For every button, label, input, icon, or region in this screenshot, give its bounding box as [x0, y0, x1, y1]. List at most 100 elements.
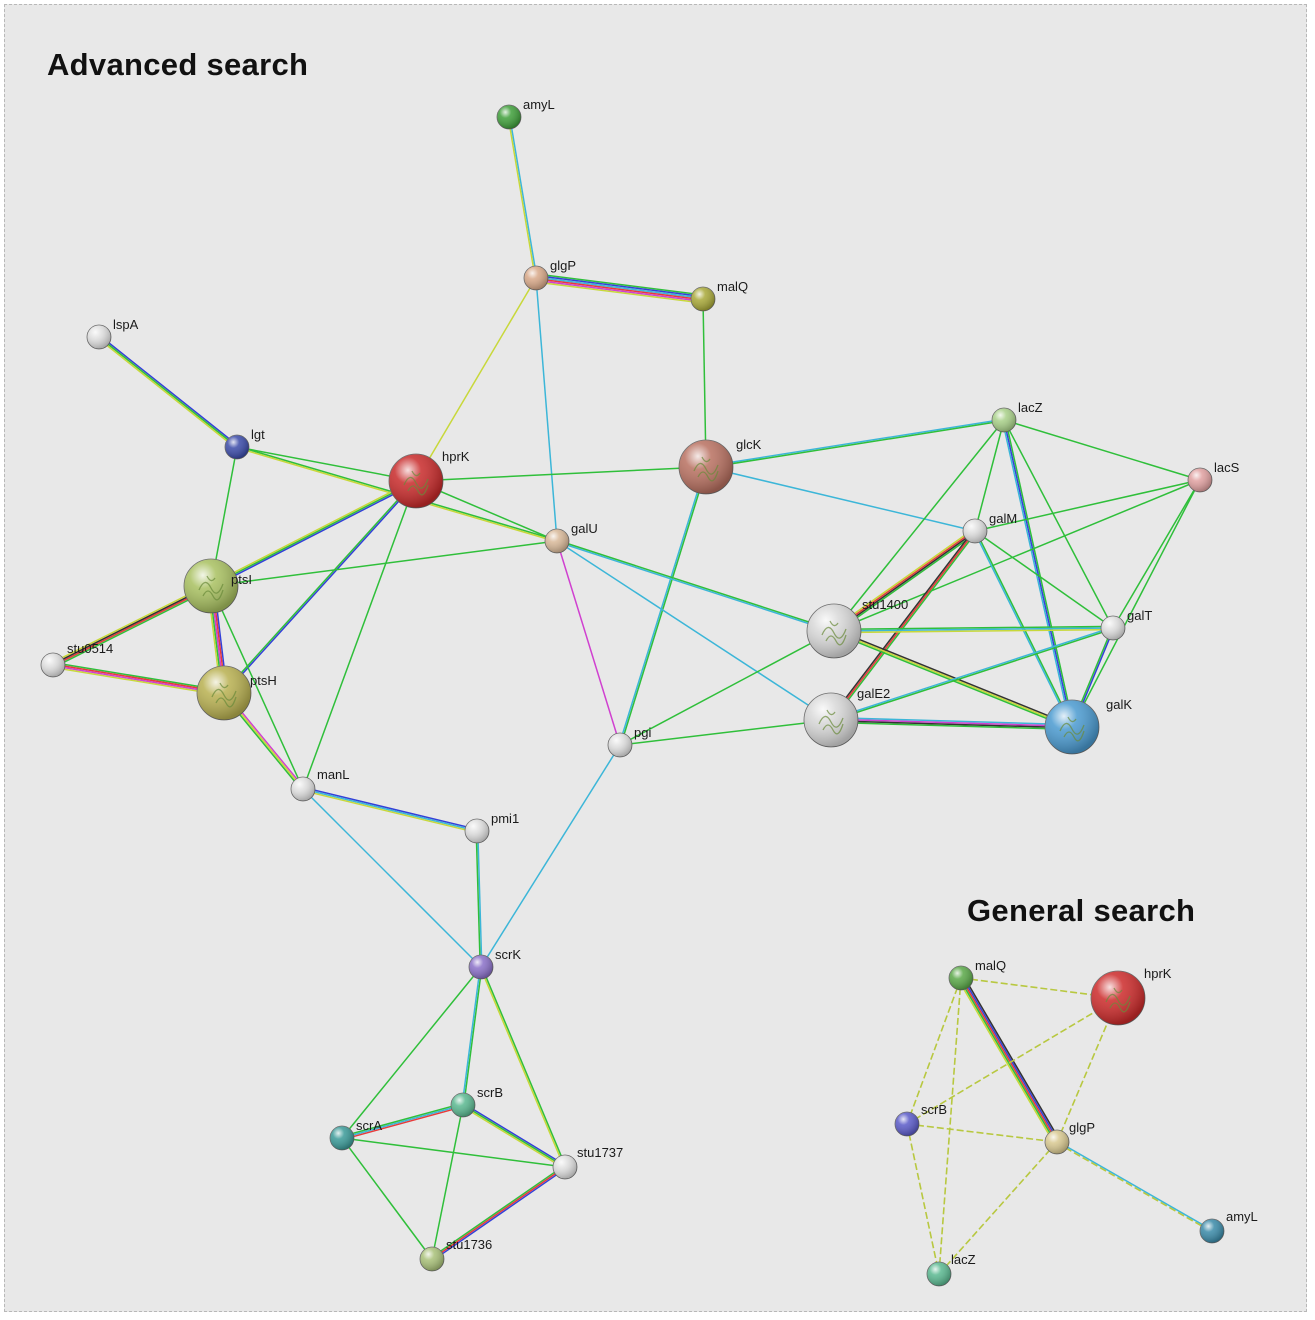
advanced-edge-line-black: [829, 529, 975, 720]
advanced-edge-lacZ-lacS: [1003, 419, 1201, 481]
advanced-edge-line-red: [342, 1105, 464, 1141]
advanced-edge-line-black: [830, 720, 1072, 729]
general-node-scrB[interactable]: scrB: [894, 1102, 947, 1137]
general-node-gloss: [1200, 1219, 1224, 1243]
advanced-node-glcK[interactable]: glcK: [678, 437, 762, 495]
advanced-edge-stu0514-ptsH: [52, 661, 225, 697]
advanced-edge-ptsI-stu0514: [51, 583, 213, 668]
general-edge-scrB-glgP: [906, 1123, 1058, 1143]
advanced-edge-line-green: [1112, 479, 1201, 629]
advanced-edge-manL-scrK: [302, 788, 482, 968]
advanced-node-gloss: [691, 287, 715, 311]
advanced-node-gloss: [608, 733, 632, 757]
advanced-edge-line-red: [53, 586, 212, 667]
advanced-edge-line-green: [831, 628, 1114, 722]
advanced-edge-line-green: [415, 466, 707, 482]
advanced-edge-line-green: [210, 585, 304, 790]
advanced-node-stu1737[interactable]: stu1737: [552, 1145, 623, 1180]
advanced-edge-hprK-ptsH: [222, 479, 418, 695]
advanced-node-gloss: [497, 105, 521, 129]
advanced-node-galE2[interactable]: galE2: [803, 686, 890, 748]
advanced-node-pmi1[interactable]: pmi1: [464, 811, 519, 844]
advanced-node-lgt[interactable]: lgt: [224, 427, 265, 460]
advanced-edge-line-cyan: [618, 466, 706, 745]
advanced-node-pgi[interactable]: pgi: [607, 725, 651, 758]
advanced-node-lacS[interactable]: lacS: [1187, 460, 1240, 493]
advanced-node-stu1736[interactable]: stu1736: [419, 1237, 492, 1272]
advanced-node-label: ptsH: [250, 673, 277, 688]
advanced-edge-line-cyan: [536, 276, 704, 299]
advanced-edge-lacZ-galT: [1003, 419, 1114, 629]
advanced-node-glgP[interactable]: glgP: [523, 258, 576, 291]
advanced-node-lspA[interactable]: lspA: [86, 317, 139, 350]
advanced-edge-line-blue: [1003, 419, 1073, 728]
advanced-edge-amyL-glgP: [507, 116, 538, 279]
advanced-edge-line-green: [536, 273, 704, 296]
advanced-node-galT[interactable]: galT: [1100, 608, 1152, 641]
advanced-node-malQ[interactable]: malQ: [690, 279, 748, 312]
advanced-protein-structure-icon: [821, 620, 847, 646]
advanced-node-scrB[interactable]: scrB: [450, 1085, 503, 1118]
advanced-node-gloss: [197, 666, 251, 720]
advanced-node-stu0514[interactable]: stu0514: [40, 641, 113, 678]
advanced-node-scrK[interactable]: scrK: [468, 947, 521, 980]
advanced-node-gloss: [807, 604, 861, 658]
advanced-search-title: Advanced search: [47, 47, 309, 82]
advanced-node-galM[interactable]: galM: [962, 511, 1017, 544]
general-edge-line-olive: [906, 977, 962, 1125]
advanced-network-nodes: amyL glgP malQ lspA lgt hprK glcK lacZ lacS galM g…: [40, 97, 1240, 1272]
advanced-node-ptsH[interactable]: ptsH: [196, 665, 277, 721]
advanced-edge-line-green: [236, 446, 417, 482]
advanced-node-hprK[interactable]: hprK: [388, 449, 470, 509]
advanced-edge-line-cyan: [480, 744, 621, 968]
advanced-node-gloss: [291, 777, 315, 801]
advanced-node-ptsI[interactable]: ptsI: [183, 558, 252, 614]
advanced-node-gloss: [992, 408, 1016, 432]
advanced-edge-glgP-galU: [535, 277, 558, 542]
general-node-glgP[interactable]: glgP: [1044, 1120, 1095, 1155]
advanced-edge-hprK-ptsI: [209, 478, 418, 589]
advanced-edge-line-cyan: [535, 277, 558, 542]
advanced-node-scrA[interactable]: scrA: [329, 1118, 382, 1151]
advanced-node-amyL[interactable]: amyL: [496, 97, 555, 130]
general-node-malQ[interactable]: malQ: [948, 958, 1006, 991]
advanced-edge-line-green: [341, 966, 482, 1139]
advanced-edge-line-yellow: [97, 337, 237, 449]
advanced-edge-line-yellow: [51, 583, 211, 664]
advanced-node-gloss: [804, 693, 858, 747]
advanced-edge-glgP-hprK: [415, 277, 537, 482]
advanced-node-galU[interactable]: galU: [544, 521, 598, 554]
advanced-node-label: glgP: [550, 258, 576, 273]
advanced-edge-line-red: [535, 278, 703, 301]
advanced-edge-line-cyan: [705, 418, 1004, 467]
advanced-protein-structure-icon: [693, 456, 719, 482]
general-protein-structure-icon: [1105, 987, 1131, 1013]
general-network-edges: [906, 976, 1213, 1275]
general-node-hprK[interactable]: hprK: [1090, 966, 1172, 1026]
general-node-lacZ[interactable]: lacZ: [926, 1252, 976, 1287]
advanced-node-galK[interactable]: galK: [1044, 697, 1132, 755]
general-edge-line-olive: [1056, 1141, 1213, 1233]
general-node-amyL[interactable]: amyL: [1199, 1209, 1258, 1244]
advanced-protein-structure-icon: [1059, 716, 1085, 742]
advanced-edge-line-blue: [432, 1167, 567, 1261]
advanced-node-lacZ[interactable]: lacZ: [991, 400, 1043, 433]
advanced-node-label: glcK: [736, 437, 762, 452]
general-node-gloss: [1045, 1130, 1069, 1154]
advanced-edge-line-green: [430, 1165, 565, 1259]
advanced-node-label: lacZ: [1018, 400, 1043, 415]
advanced-edge-galU-pgi: [556, 540, 621, 746]
advanced-edge-malQ-glcK: [702, 298, 707, 468]
advanced-node-label: galT: [1127, 608, 1152, 623]
advanced-edge-glcK-lacZ: [705, 418, 1005, 469]
advanced-edge-line-green: [830, 721, 1072, 731]
advanced-node-manL[interactable]: manL: [290, 767, 350, 802]
advanced-node-label: scrB: [477, 1085, 503, 1100]
general-edge-glgP-amyL: [1056, 1140, 1213, 1233]
general-edge-line-green: [958, 978, 1057, 1144]
advanced-node-stu1400[interactable]: stu1400: [806, 597, 908, 659]
advanced-node-label: stu1400: [862, 597, 908, 612]
advanced-node-gloss: [1101, 616, 1125, 640]
advanced-node-gloss: [1188, 468, 1212, 492]
advanced-edge-line-green: [620, 467, 708, 746]
